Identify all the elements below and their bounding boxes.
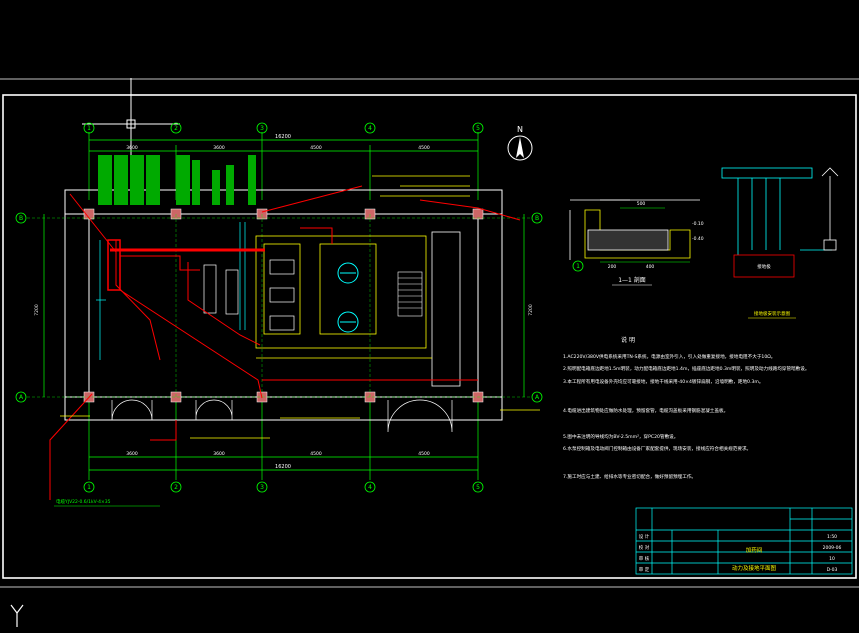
axis-label-top-1: 1 (87, 125, 91, 132)
bottom-dimension-lines (88, 400, 479, 480)
axis-label-bottom-3: 3 (260, 484, 264, 491)
tb-sheet: 10 (829, 556, 835, 562)
axis-bubbles-side (15, 212, 543, 403)
tb-scale: 1:50 (827, 534, 837, 540)
axis-label-left-b: B (19, 215, 23, 222)
notes-line-3: 3.本工程所有用电设备外壳均应可靠接地，接地干线采用-40×4镀锌扁钢，沿墙明敷… (563, 378, 763, 385)
axis-bubbles-bottom (83, 481, 484, 493)
notes-line-5: 5.图中未注明的导线均为BV-2.5mm²，穿PC20管敷设。 (563, 433, 678, 440)
bottom-span-dim-2: 3600 (213, 451, 225, 457)
axis-label-bottom-1: 1 (87, 484, 91, 491)
section-dim-200: 200 (608, 264, 617, 270)
section-detail (569, 199, 700, 260)
axis-label-right-a: A (535, 394, 540, 401)
notes-line-4: 4.电缆进出建筑物处应做防水处理，预留套管，电缆沟盖板采用钢筋混凝土盖板。 (563, 407, 728, 414)
section-axis-bubble (572, 260, 584, 272)
section-elev-1: -0.10 (692, 221, 704, 227)
grounding-detail (721, 167, 839, 278)
ucs-axis-icon (10, 604, 24, 627)
section-elev-2: -0.40 (692, 236, 704, 242)
ground-detail-title: 接地极安装示意图 (754, 310, 790, 317)
leader-labels-top (98, 155, 256, 205)
section-dim-500: 500 (637, 201, 646, 207)
top-span-dim-2: 3600 (213, 145, 225, 151)
grid-lines (27, 214, 531, 398)
top-span-dim-4: 4500 (418, 145, 430, 151)
power-cables (49, 185, 521, 500)
notes-line-1: 1.AC220V/380V供电系统采用TN-S系统，电源由室外引入，引入处做重复… (563, 353, 775, 360)
tb-number: D-03 (827, 567, 838, 573)
axis-label-top-3: 3 (260, 125, 264, 132)
right-side-dim: 7200 (528, 304, 534, 316)
tb-project: 加药间 (746, 546, 763, 554)
cable-spec-label: 电缆YJV22-0.6/1kV-4×35 (56, 498, 111, 505)
top-span-dim-1: 3600 (126, 145, 138, 151)
notes-heading: 说 明 (621, 336, 635, 344)
top-overall-dim: 16200 (275, 134, 291, 140)
leader-label-boxes (60, 175, 540, 439)
equipment-area (255, 235, 432, 359)
stairs (397, 271, 423, 317)
bottom-span-dim-4: 4500 (418, 451, 430, 457)
axis-label-right-b: B (535, 215, 539, 222)
tb-label-check: 校 对 (639, 544, 650, 551)
section-axis-label: 1 (576, 263, 580, 270)
ground-box-label: 接地极 (757, 263, 771, 270)
tb-label-review: 审 核 (639, 555, 650, 562)
tank-room-wall (431, 231, 461, 387)
axis-label-bottom-2: 2 (174, 484, 178, 491)
axis-label-top-5: 5 (476, 125, 480, 132)
distribution-panel (107, 239, 121, 291)
north-label: N (517, 125, 523, 134)
equipment-boxes (203, 259, 295, 331)
axis-label-bottom-4: 4 (368, 484, 372, 491)
drawing-frame (2, 94, 857, 579)
axis-label-left-a: A (19, 394, 24, 401)
axis-label-bottom-5: 5 (476, 484, 480, 491)
section-title: 1—1 剖面 (618, 276, 646, 284)
bottom-span-dim-3: 4500 (310, 451, 322, 457)
title-block (635, 507, 853, 575)
bottom-span-dim-1: 3600 (126, 451, 138, 457)
side-dimension-lines (43, 214, 525, 397)
notes-line-6: 6.水泵控制箱及电动阀门控制箱由设备厂家配套提供，现场安装，接线应符合相关规范要… (563, 445, 751, 452)
tb-label-design: 设 计 (639, 533, 650, 540)
building-walls (64, 189, 503, 421)
notes-line-2: 2.照明配电箱底边距地1.5m明装，动力配电箱底边距地1.4m，插座底边距地0.… (563, 365, 809, 372)
axis-bubbles-top (83, 122, 484, 134)
left-side-dim: 7200 (34, 304, 40, 316)
doors (111, 399, 453, 433)
conduits (96, 222, 246, 360)
tb-date: 2009-06 (823, 545, 842, 551)
axis-label-top-4: 4 (368, 125, 372, 132)
top-span-dim-3: 4500 (310, 145, 322, 151)
tb-label-approve: 审 定 (639, 566, 650, 573)
section-dims (600, 207, 690, 263)
notes-line-7: 7.施工时应与土建、给排水等专业密切配合，做好预留预埋工作。 (563, 473, 696, 480)
tb-drawing-name: 动力及接地平面图 (732, 564, 777, 572)
section-dim-400: 400 (646, 264, 655, 270)
axis-label-top-2: 2 (174, 125, 178, 132)
bottom-overall-dim: 16200 (275, 464, 291, 470)
north-arrow-icon (507, 135, 533, 161)
pump-symbols (337, 262, 359, 333)
